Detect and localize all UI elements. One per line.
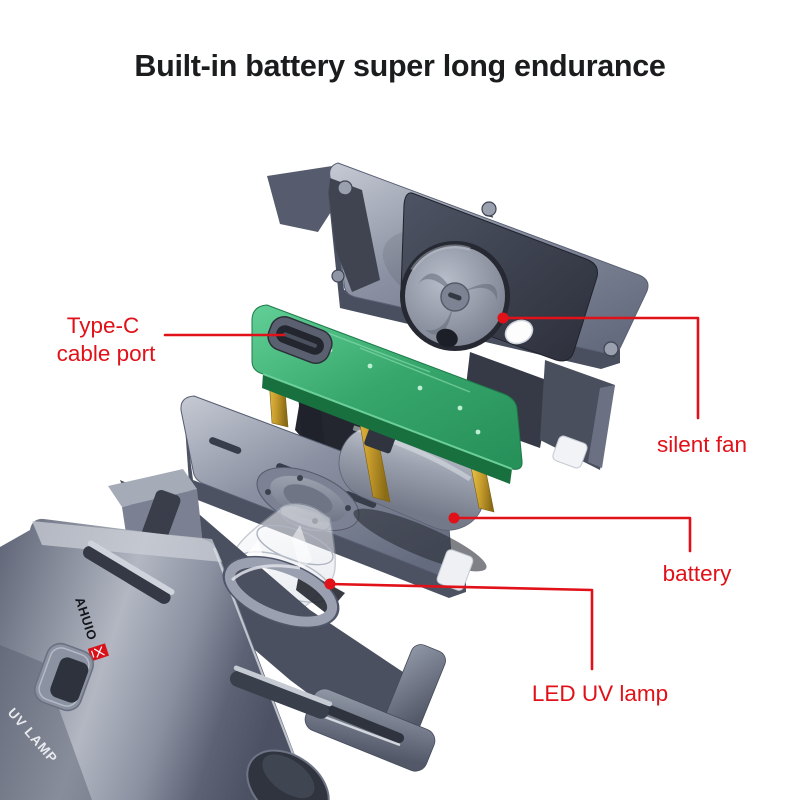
label-type-c-line2: cable port: [57, 341, 157, 366]
callout-line-silent-fan: [501, 316, 700, 420]
callout-dots: [324, 312, 509, 590]
callout-dot-led: [324, 578, 336, 590]
pcb: [251, 304, 523, 484]
label-silent-fan: silent fan: [657, 432, 747, 457]
label-battery: battery: [663, 561, 733, 586]
callouts: [163, 316, 700, 671]
callout-dot-battery: [448, 512, 460, 524]
callout-line-battery: [452, 516, 692, 553]
brand-logo-mark: [87, 643, 109, 662]
callout-dot-silent-fan: [497, 312, 509, 324]
label-type-c-line1: Type-C: [67, 313, 140, 338]
plate-screws: [331, 180, 619, 358]
power-button: [34, 642, 94, 712]
callout-line-led: [328, 582, 594, 671]
type-c-port: [267, 315, 333, 365]
device-body: AHUIO UV LAMP: [0, 469, 446, 805]
body-vent-side: [229, 665, 333, 719]
bottom-oval-button: [246, 749, 330, 805]
lamp-collar: [222, 555, 340, 629]
page-title: Built-in battery super long endurance: [134, 49, 666, 83]
label-led-uv-lamp: LED UV lamp: [532, 681, 668, 706]
body-vent-top: [83, 540, 175, 604]
mount-hook-bottom: [304, 644, 446, 772]
